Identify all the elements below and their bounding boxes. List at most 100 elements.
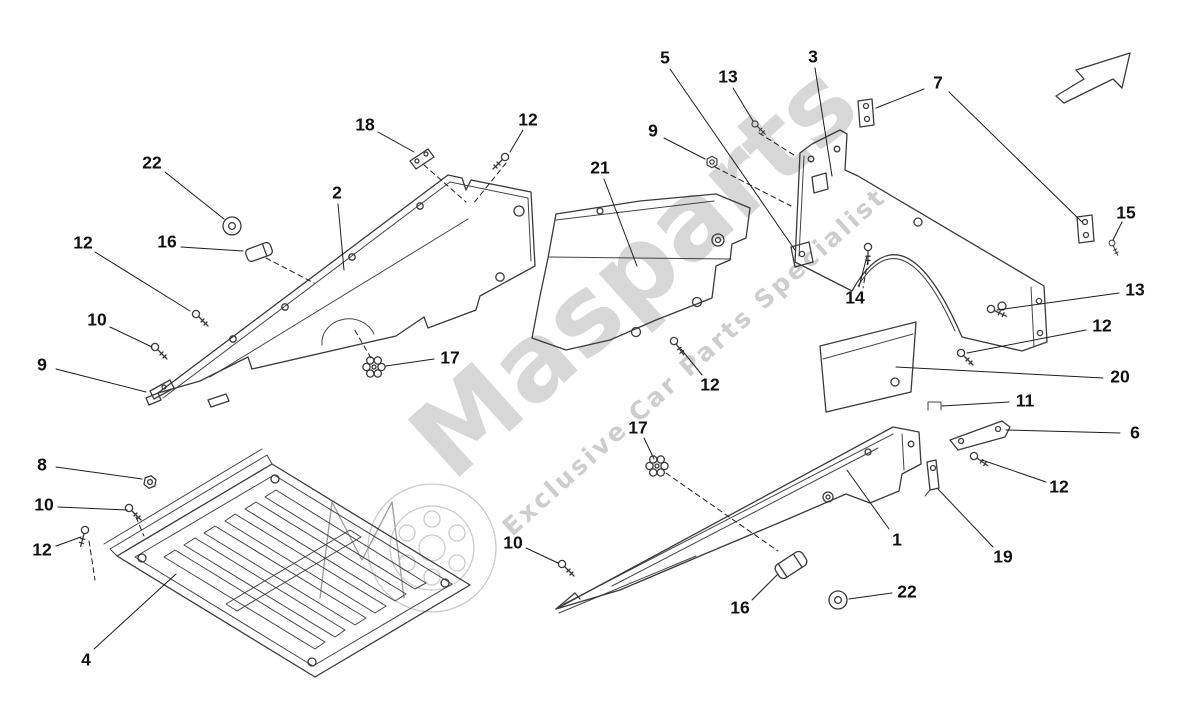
watermark: Masparts Exclusive Car Parts Specialist xyxy=(319,40,892,613)
callout-10: 10 xyxy=(87,309,107,330)
leader-line xyxy=(846,469,890,530)
bracket-part-18 xyxy=(409,148,435,170)
callout-1: 1 xyxy=(892,529,902,550)
bracket-part-7-left xyxy=(857,98,875,128)
callout-22: 22 xyxy=(142,152,162,173)
leader-line xyxy=(895,366,1104,379)
dashed-lines xyxy=(88,132,869,581)
leader-line xyxy=(848,592,893,600)
bracket-part-19 xyxy=(924,459,940,497)
dashed-leader-line xyxy=(472,162,507,205)
cylinder-part-16-bottom xyxy=(774,550,808,580)
leader-line xyxy=(55,368,147,393)
leader-line xyxy=(948,91,1083,223)
callout-17: 17 xyxy=(628,417,648,438)
leader-line xyxy=(603,178,638,267)
washer-part-22-icon xyxy=(828,590,848,610)
bracket-part-6 xyxy=(949,420,1011,451)
callout-12: 12 xyxy=(32,539,52,560)
dashed-leader-line xyxy=(423,164,467,203)
callout-15: 15 xyxy=(1116,202,1136,223)
leader-line xyxy=(858,255,868,288)
leader-line xyxy=(337,203,345,271)
callout-4: 4 xyxy=(81,649,91,670)
callout-19: 19 xyxy=(993,546,1013,567)
callout-3: 3 xyxy=(808,46,818,67)
side-member-part-3 xyxy=(790,129,1048,352)
cover-flap-part-20 xyxy=(819,321,917,413)
screw-part-13-icon xyxy=(985,300,1008,323)
screw-part-12-icon xyxy=(492,152,510,170)
dashed-leader-line xyxy=(265,257,315,284)
leader-line xyxy=(525,547,559,564)
callout-7: 7 xyxy=(933,72,943,93)
screw-part-12-icon xyxy=(956,348,974,366)
callout-2: 2 xyxy=(332,182,342,203)
dashed-leader-line xyxy=(714,166,792,207)
callout-5: 5 xyxy=(660,47,670,68)
screw-part-15-icon xyxy=(1105,238,1123,256)
callout-10: 10 xyxy=(503,532,523,553)
screw-part-12-icon xyxy=(191,309,209,327)
leader-line xyxy=(180,246,244,252)
side-panel-part-2 xyxy=(145,174,536,408)
callout-13: 13 xyxy=(1125,279,1145,300)
callout-16: 16 xyxy=(730,597,750,618)
leader-line xyxy=(1112,221,1123,241)
dashed-leader-line xyxy=(352,326,372,359)
dashed-leader-line xyxy=(135,516,145,537)
callout-17: 17 xyxy=(440,347,460,368)
leader-line xyxy=(385,358,435,367)
callout-12: 12 xyxy=(73,232,93,253)
leader-line xyxy=(981,459,1047,483)
screw-part-12-icon xyxy=(72,524,95,548)
leader-line xyxy=(93,573,177,650)
leader-line xyxy=(377,131,415,153)
floor-panel-part-4 xyxy=(103,448,471,678)
sill-panel-part-1 xyxy=(555,426,922,614)
leader-line xyxy=(941,401,1010,407)
callout-13: 13 xyxy=(718,66,738,87)
dashed-leader-line xyxy=(758,132,795,156)
screw-part-10-icon xyxy=(124,503,142,521)
leader-line xyxy=(57,506,128,511)
leader-line xyxy=(732,87,754,122)
nut-part-8-icon xyxy=(142,474,158,490)
leader-line xyxy=(55,466,143,480)
logo-wheel-icon xyxy=(367,483,497,613)
leader-line xyxy=(94,251,191,312)
leader-line xyxy=(643,437,655,460)
callout-12: 12 xyxy=(518,109,538,130)
callout-21: 21 xyxy=(590,157,610,178)
callout-14: 14 xyxy=(845,287,865,308)
leader-line xyxy=(1005,429,1121,434)
leader-line xyxy=(669,68,796,251)
screw-part-10-icon xyxy=(150,342,168,360)
cylinder-part-16-top xyxy=(245,241,273,263)
dashed-leader-line xyxy=(862,259,869,289)
callout-12: 12 xyxy=(1092,315,1112,336)
leader-line xyxy=(109,326,153,348)
leader-line xyxy=(164,171,225,220)
direction-arrow-icon xyxy=(1055,52,1131,104)
callout-22: 22 xyxy=(897,581,917,602)
callout-10: 10 xyxy=(34,494,54,515)
screw-part-12-icon xyxy=(969,449,989,470)
center-panel-part-21 xyxy=(531,193,751,351)
leader-line xyxy=(937,488,994,548)
leader-lines xyxy=(55,67,1123,650)
leader-line xyxy=(509,129,524,153)
knob-part-17-icon xyxy=(362,356,386,378)
bracket-part-7-right xyxy=(1076,214,1095,244)
knob-part-17-icon xyxy=(645,455,669,477)
screw-part-10-icon xyxy=(557,559,575,577)
callout-8: 8 xyxy=(37,454,47,475)
dashed-leader-line xyxy=(665,472,779,552)
logo-m-shape xyxy=(319,501,405,599)
dashed-leader-line xyxy=(88,540,96,581)
clip-part-11 xyxy=(927,401,942,411)
callout-11: 11 xyxy=(1015,390,1035,411)
leader-line xyxy=(875,88,925,109)
leader-line xyxy=(751,573,779,601)
